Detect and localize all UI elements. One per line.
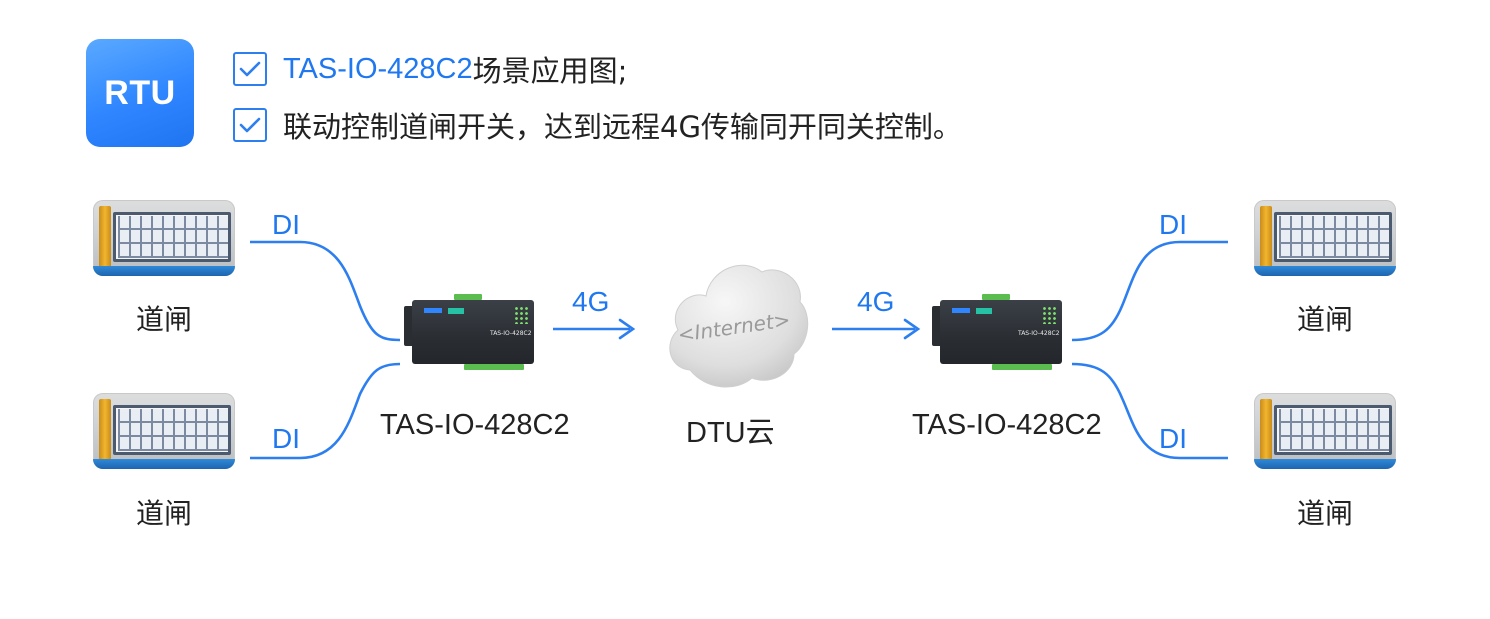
gate-image bbox=[93, 393, 235, 469]
bullet-control: 联动控制道闸开关，达到远程4G传输同开同关控制。 bbox=[233, 104, 962, 146]
checkbox-icon bbox=[233, 52, 267, 86]
gate-image bbox=[93, 200, 235, 276]
checkbox-icon bbox=[233, 108, 267, 142]
di-label: DI bbox=[272, 423, 300, 454]
rtu-badge: RTU bbox=[86, 39, 194, 147]
fourg-label: 4G bbox=[572, 286, 610, 317]
fourg-label: 4G bbox=[857, 286, 895, 317]
arrow-head-icon bbox=[903, 318, 921, 340]
cloud-label: DTU云 bbox=[686, 417, 775, 449]
gate-label: 道闸 bbox=[136, 497, 193, 530]
gate-label: 道闸 bbox=[1297, 497, 1354, 530]
device-label: TAS-IO-428C2 bbox=[912, 409, 1102, 441]
line-gate1-device1 bbox=[250, 240, 401, 342]
gate-image bbox=[1254, 393, 1396, 469]
bullet-accent-text: TAS-IO-428C2 bbox=[283, 52, 473, 85]
bullet-text: 场景应用图; bbox=[472, 54, 628, 88]
gate-label: 道闸 bbox=[136, 303, 193, 336]
line-device2-gate3 bbox=[1071, 240, 1228, 342]
arrow-head-icon bbox=[618, 318, 636, 340]
rtu-device-image: TAS-IO-428C2 bbox=[404, 292, 536, 372]
di-label: DI bbox=[1159, 423, 1187, 454]
line-gate2-device1 bbox=[250, 362, 401, 460]
line-device2-gate4 bbox=[1071, 362, 1228, 460]
bullet-text: 联动控制道闸开关，达到远程4G传输同开同关控制。 bbox=[283, 110, 962, 144]
device-label: TAS-IO-428C2 bbox=[380, 409, 570, 441]
gate-label: 道闸 bbox=[1297, 303, 1354, 336]
gate-image bbox=[1254, 200, 1396, 276]
di-label: DI bbox=[272, 209, 300, 240]
cloud-icon: <Internet> bbox=[660, 250, 810, 395]
rtu-device-image: TAS-IO-428C2 bbox=[932, 292, 1064, 372]
di-label: DI bbox=[1159, 209, 1187, 240]
bullet-scenario: TAS-IO-428C2 场景应用图; bbox=[233, 48, 627, 90]
